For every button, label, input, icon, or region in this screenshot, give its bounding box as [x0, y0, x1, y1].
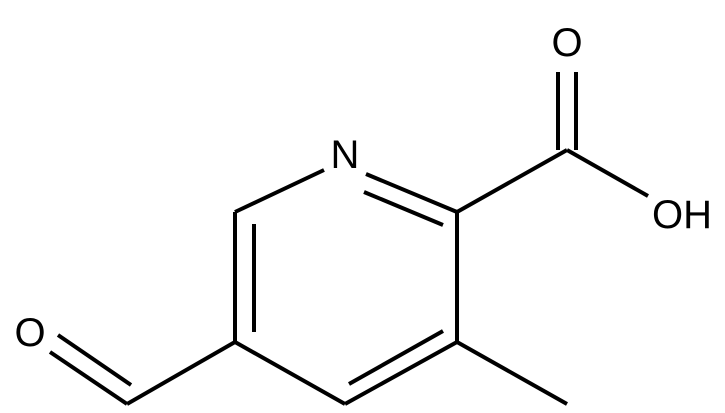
bond-c4-c5 — [234, 340, 346, 406]
atom-labels: N O OH O — [14, 21, 712, 355]
hydroxyl-label: OH — [652, 193, 712, 237]
bond-c3-c4-double-inner — [348, 329, 444, 386]
bond-c3-c4-double-outer — [344, 340, 458, 406]
aldehyde-oxygen-label: O — [14, 311, 45, 355]
bond-aldehyde-carbonyl-inner — [56, 333, 133, 387]
bond-n-c2-double-inner — [363, 190, 444, 227]
bond-carboxyl-hydroxyl — [566, 148, 649, 198]
bond-c6-n — [234, 168, 325, 214]
bond-c2-carboxyl-carbon — [456, 148, 568, 214]
carbonyl-oxygen-label: O — [551, 21, 582, 65]
bond-c3-methyl — [456, 340, 568, 406]
bonds — [48, 72, 649, 406]
bond-c5-aldehyde-carbon — [126, 340, 236, 406]
ring-nitrogen-label: N — [331, 133, 360, 177]
bond-aldehyde-carbonyl-outer — [48, 350, 129, 406]
bond-n-c2-double-outer — [365, 172, 458, 214]
